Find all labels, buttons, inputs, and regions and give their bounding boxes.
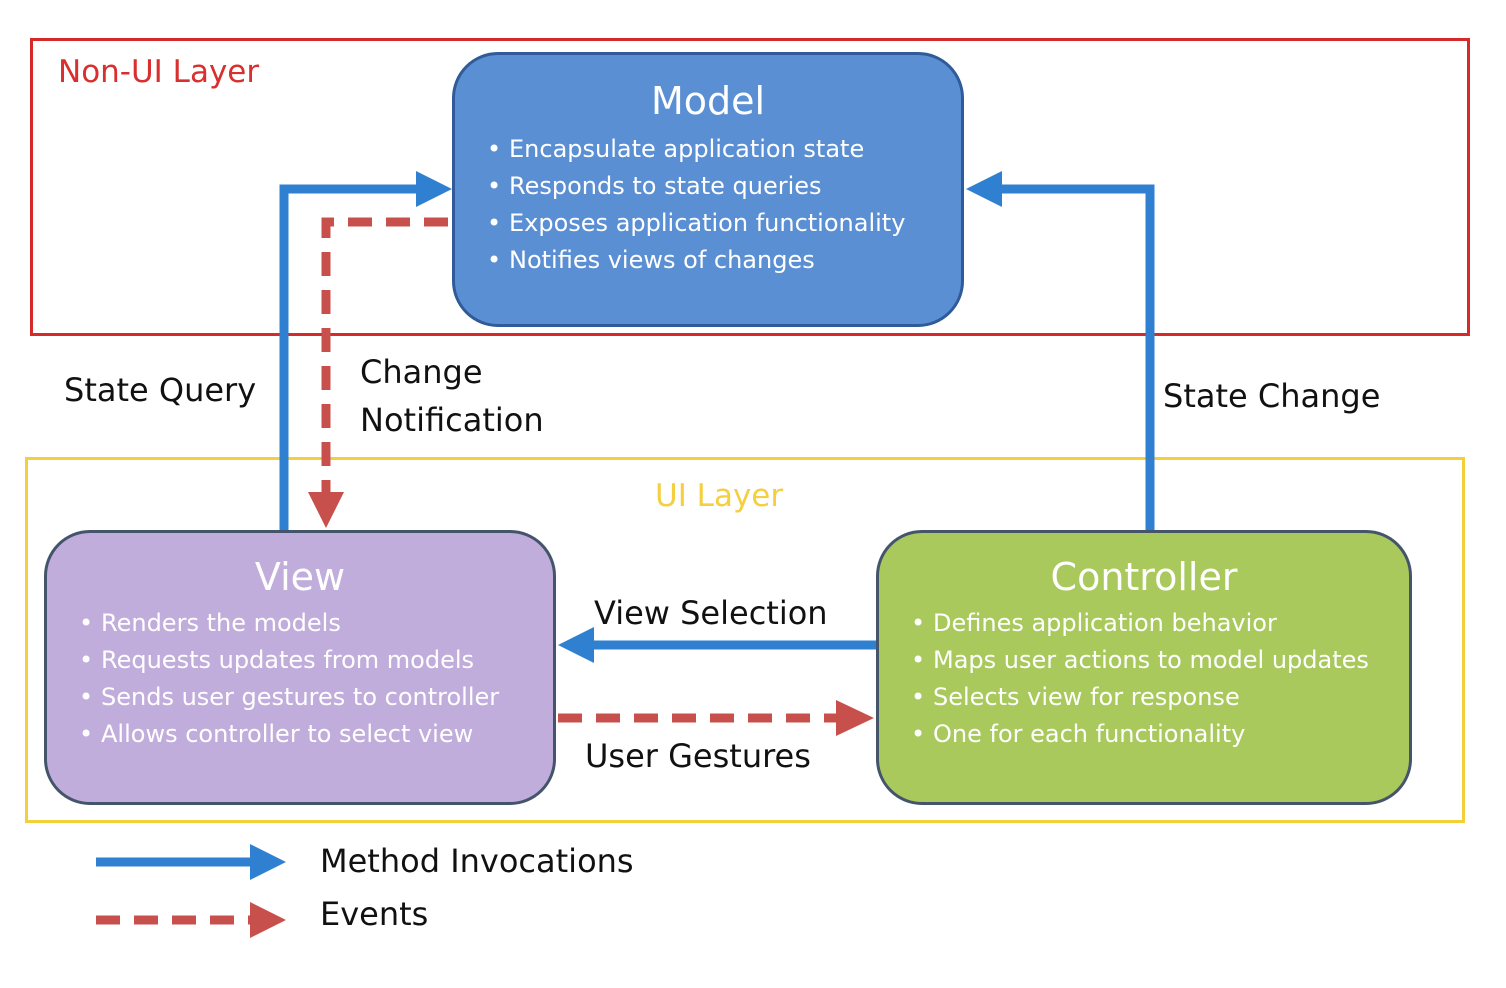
legend-events-arrow-head <box>250 902 286 938</box>
list-item: One for each functionality <box>911 716 1409 753</box>
state-change-arrow-head <box>966 171 1002 207</box>
change-notification-label: Change Notification <box>360 348 544 444</box>
controller-title: Controller <box>1050 555 1238 599</box>
list-item: Allows controller to select view <box>79 716 553 753</box>
list-item: Sends user gestures to controller <box>79 679 553 716</box>
model-title: Model <box>650 79 766 123</box>
legend-method-invocations-label: Method Invocations <box>320 842 634 880</box>
state-query-arrow-line <box>279 184 418 530</box>
change-notification-label-line1: Change <box>360 353 483 391</box>
list-item: Encapsulate application state <box>487 131 961 168</box>
state-change-arrow-line <box>1000 184 1155 530</box>
list-item: Defines application behavior <box>911 605 1409 642</box>
list-item: Maps user actions to model updates <box>911 642 1409 679</box>
view-selection-arrow-head <box>558 627 594 663</box>
controller-responsibilities: Defines application behavior Maps user a… <box>911 605 1409 753</box>
list-item: Requests updates from models <box>79 642 553 679</box>
model-box: Model Encapsulate application state Resp… <box>452 52 964 327</box>
user-gestures-arrow-head <box>836 700 874 736</box>
change-notification-label-line2: Notification <box>360 401 544 439</box>
list-item: Notifies views of changes <box>487 242 961 279</box>
change-notification-arrow-head <box>308 492 344 528</box>
controller-box: Controller Defines application behavior … <box>876 530 1412 805</box>
list-item: Selects view for response <box>911 679 1409 716</box>
list-item: Renders the models <box>79 605 553 642</box>
non-ui-layer-frame <box>30 38 1470 336</box>
view-box: View Renders the models Requests updates… <box>44 530 556 805</box>
state-query-arrow-head <box>416 171 452 207</box>
view-responsibilities: Renders the models Requests updates from… <box>79 605 553 753</box>
view-title: View <box>254 555 346 599</box>
model-responsibilities: Encapsulate application state Responds t… <box>487 131 961 279</box>
state-change-label: State Change <box>1163 377 1381 415</box>
legend-method-arrow-head <box>250 844 286 880</box>
ui-layer-frame <box>25 457 1465 823</box>
list-item: Responds to state queries <box>487 168 961 205</box>
view-selection-label: View Selection <box>594 594 828 632</box>
change-notification-arrow-line <box>321 217 448 494</box>
state-query-label: State Query <box>64 371 257 409</box>
non-ui-layer-label: Non-UI Layer <box>58 54 260 90</box>
list-item: Exposes application functionality <box>487 205 961 242</box>
ui-layer-label: UI Layer <box>655 478 784 514</box>
user-gestures-label: User Gestures <box>585 737 811 775</box>
legend-events-label: Events <box>320 895 429 933</box>
